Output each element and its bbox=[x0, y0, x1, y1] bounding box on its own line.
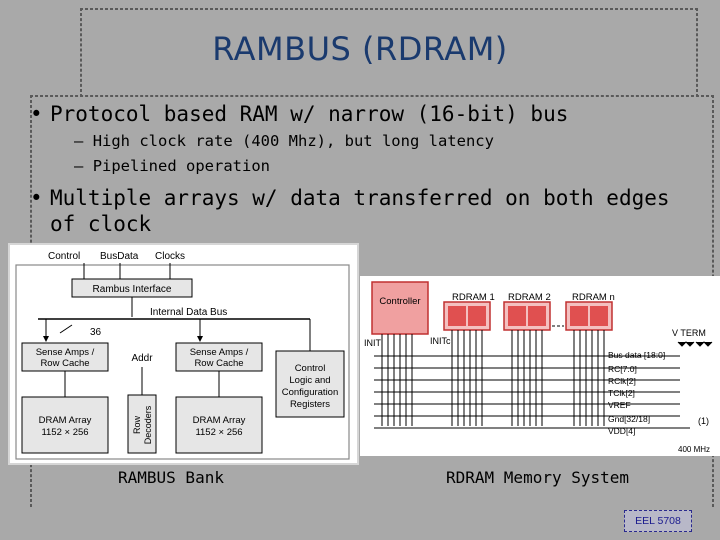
sub-bullet-pipelined: – Pipelined operation bbox=[74, 157, 270, 175]
bullet-multiple-arrays-text2: of clock bbox=[50, 212, 152, 236]
dram-array-left-line1: DRAM Array bbox=[39, 415, 92, 426]
signal-rc: RC[7:0] bbox=[608, 364, 637, 374]
bullet-marker: • bbox=[30, 186, 43, 210]
row-decoders-line2: Decoders bbox=[143, 405, 153, 444]
row-decoders-box bbox=[127, 394, 157, 454]
bullet-multiple-arrays: • Multiple arrays w/ data transferred on … bbox=[30, 186, 670, 210]
chip-label-1: RDRAM 1 bbox=[452, 292, 495, 303]
bullet-protocol: • Protocol based RAM w/ narrow (16-bit) b… bbox=[30, 102, 568, 126]
dram-array-left-line2: 1152 × 256 bbox=[41, 427, 88, 438]
sense-amps-right-line1: Sense Amps / bbox=[190, 347, 249, 358]
sub-bullet-pipelined-text: Pipelined operation bbox=[92, 157, 270, 175]
bus-width-label: 36 bbox=[90, 327, 102, 338]
control-logic-line4: Registers bbox=[290, 399, 330, 410]
slide-title: RAMBUS (RDRAM) bbox=[212, 30, 508, 68]
control-logic-line3: Configuration bbox=[282, 387, 339, 398]
sub-bullet-marker: – bbox=[74, 132, 84, 150]
dram-array-right-box bbox=[175, 396, 263, 454]
dram-array-right-line1: DRAM Array bbox=[193, 415, 246, 426]
signal-tclk: TClk[2] bbox=[608, 388, 635, 398]
rambus-interface-label: Rambus Interface bbox=[93, 284, 172, 295]
caption-rambus-bank: RAMBUS Bank bbox=[118, 468, 224, 487]
signal-clocks: Clocks bbox=[155, 251, 185, 262]
termination-resistors bbox=[677, 341, 713, 347]
internal-bus-label: Internal Data Bus bbox=[150, 307, 227, 318]
vterm-label: V TERM bbox=[672, 328, 706, 338]
control-logic-line1: Control bbox=[295, 363, 326, 374]
signal-rclk: RClk[2] bbox=[608, 376, 636, 386]
signal-bus-data: Bus data [18:0] bbox=[608, 350, 665, 360]
rdram-system-svg: Controller RDRAM 1 RDRAM 2 RDRAM n INIT … bbox=[364, 281, 713, 454]
bus-pins bbox=[381, 330, 605, 426]
sense-amps-left-line2: Row Cache bbox=[40, 358, 89, 369]
controller-label: Controller bbox=[379, 296, 420, 307]
bullet-multiple-arrays-text: Multiple arrays w/ data transferred on b… bbox=[50, 186, 670, 210]
initc-label: INITc bbox=[430, 336, 451, 346]
signal-control: Control bbox=[48, 251, 80, 262]
right-label-clock: 400 MHz bbox=[678, 445, 710, 454]
row-decoders-line1: Row bbox=[132, 416, 142, 435]
chip-label-n: RDRAM n bbox=[572, 292, 615, 303]
frame-border-top bbox=[80, 8, 698, 10]
frame-border-vertical bbox=[696, 8, 698, 97]
rdram-system-diagram: Controller RDRAM 1 RDRAM 2 RDRAM n INIT … bbox=[360, 276, 720, 456]
dram-array-right-line2: 1152 × 256 bbox=[195, 427, 242, 438]
rambus-bank-svg: Control BusData Clocks Rambus Interface … bbox=[15, 251, 350, 460]
control-logic-box bbox=[275, 350, 345, 418]
rdram-chip-n bbox=[565, 301, 613, 331]
chip-label-2: RDRAM 2 bbox=[508, 292, 551, 303]
init-label: INIT bbox=[364, 338, 382, 348]
controller-box bbox=[371, 281, 429, 335]
sense-amps-left-line1: Sense Amps / bbox=[36, 347, 95, 358]
dram-array-left-box bbox=[21, 396, 109, 454]
sub-bullet-clock: – High clock rate (400 Mhz), but long la… bbox=[74, 132, 494, 150]
control-logic-line2: Logic and bbox=[289, 375, 330, 386]
signal-vref: VREF bbox=[608, 400, 631, 410]
caption-rdram-system: RDRAM Memory System bbox=[446, 468, 630, 487]
bullet-multiple-arrays-cont: of clock bbox=[50, 212, 151, 236]
signal-gnd: Gnd[32/18] bbox=[608, 414, 650, 424]
addr-label: Addr bbox=[131, 353, 153, 364]
bus-width-slash bbox=[59, 324, 73, 334]
right-label-1: (1) bbox=[698, 416, 709, 426]
bullet-marker: • bbox=[30, 102, 43, 126]
signal-vdd: VDD[4] bbox=[608, 426, 635, 436]
sense-amps-right-line2: Row Cache bbox=[194, 358, 243, 369]
signal-busdata: BusData bbox=[100, 251, 139, 262]
frame-border-upper bbox=[30, 95, 714, 97]
bullet-protocol-text: Protocol based RAM w/ narrow (16-bit) bu… bbox=[50, 102, 569, 126]
rdram-chip-2 bbox=[503, 301, 551, 331]
bus-lines bbox=[374, 355, 690, 429]
footer-course-label: EEL 5708 bbox=[624, 510, 692, 532]
rambus-bank-diagram: Control BusData Clocks Rambus Interface … bbox=[8, 243, 359, 465]
frame-border-vertical-left bbox=[80, 8, 82, 97]
rdram-chip-1 bbox=[443, 301, 491, 331]
bank-outline bbox=[15, 264, 350, 460]
sub-bullet-clock-text: High clock rate (400 Mhz), but long late… bbox=[92, 132, 494, 150]
sub-bullet-marker: – bbox=[74, 157, 84, 175]
